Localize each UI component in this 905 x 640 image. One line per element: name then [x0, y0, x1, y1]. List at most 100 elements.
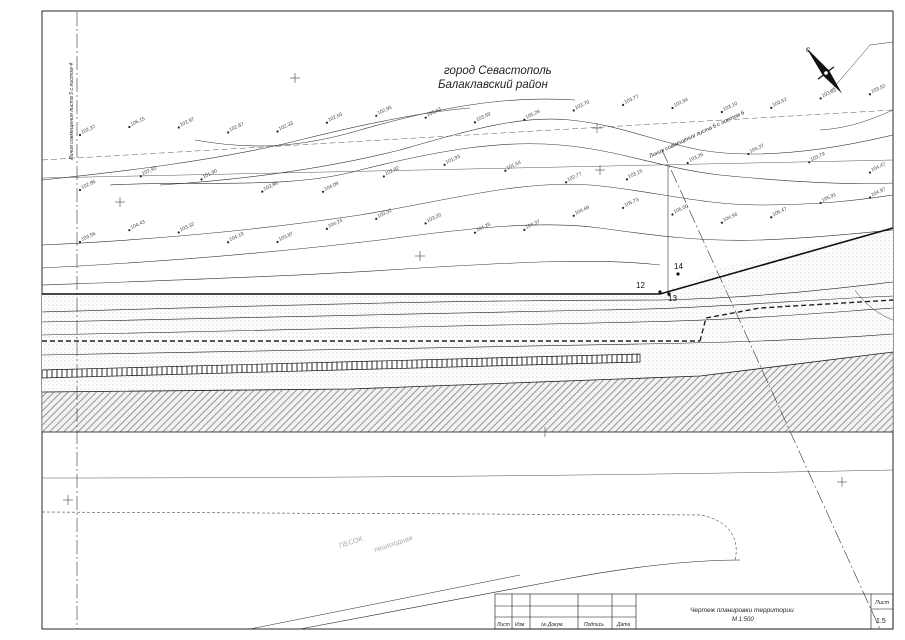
elevation-label: 104,69: [574, 205, 591, 217]
elevation-label: 102,77: [566, 171, 583, 183]
north-arrow: [806, 47, 843, 94]
faint-label-sand: ПЕСОК: [338, 536, 364, 550]
elevation-label: 105,73: [623, 197, 640, 209]
elevation-dot: [523, 118, 526, 121]
elevation-dot: [868, 196, 872, 199]
sheet-header: Лист: [874, 600, 890, 606]
elevation-dot: [424, 116, 427, 119]
title-line-1: город Севастополь: [444, 65, 552, 77]
faint-label-walkway: пешеходная: [373, 535, 413, 554]
elevation-label: 104,43: [130, 219, 147, 231]
elevation-label: 104,24: [327, 218, 344, 230]
elevation-label: 103,79: [810, 151, 827, 163]
elevation-dot: [375, 217, 378, 220]
elevation-label: 102,55: [327, 112, 344, 124]
elevation-label: 101,93: [445, 154, 462, 166]
elevation-dot: [625, 178, 629, 181]
elevation-dot: [382, 175, 385, 178]
grid-lines: [41, 109, 894, 179]
elevation-dot: [128, 229, 131, 232]
elevation-label: 103,56: [80, 231, 97, 243]
elevation-label: 103,52: [870, 83, 887, 95]
elevation-dot: [622, 206, 625, 210]
drawing-title: Чертеж планировки территории: [690, 607, 794, 614]
elevation-label: 101,54: [506, 160, 523, 172]
elevation-dot: [523, 228, 526, 231]
elevation-dot: [424, 222, 427, 225]
match-line-left-label: Линия совмещения листа 5 с листом 4: [69, 63, 75, 161]
elevation-dot: [325, 227, 328, 230]
elevation-dot: [177, 126, 180, 129]
tb-header-change: Изм: [515, 622, 525, 628]
elevation-dot: [78, 133, 82, 137]
elevation-dot: [227, 131, 230, 134]
elevation-label: 102,33: [278, 120, 295, 132]
elevation-label: 103,95: [263, 180, 280, 192]
elevation-dot: [770, 106, 773, 109]
elevation-label: 104,97: [870, 186, 887, 198]
match-line-right-label: Линия совмещения листа 5 с листом 6: [647, 110, 746, 160]
elevation-dot: [473, 121, 477, 124]
elevation-dot: [572, 214, 575, 217]
elevation-dot: [443, 163, 446, 166]
elevation-dot: [808, 161, 811, 164]
elevation-label: 102,95: [377, 105, 394, 117]
elevation-dot: [504, 169, 507, 172]
elevation-label: 101,90: [202, 168, 219, 180]
elevation-label: 104,18: [228, 231, 245, 243]
fence-strip: [41, 353, 641, 379]
elevation-label: 103,25: [688, 152, 705, 164]
elevation-dot: [686, 161, 689, 165]
point-label-12: 12: [636, 281, 645, 290]
elevation-dot: [747, 152, 750, 156]
elevation-label: 104,56: [722, 212, 739, 224]
elevation-dot: [375, 114, 378, 117]
title-line-2: Балаклавский район: [438, 79, 548, 91]
elevation-label: 104,25: [475, 221, 492, 233]
elevation-dot: [325, 121, 328, 124]
sheet-number: 1.5: [876, 618, 886, 625]
elevation-dot: [128, 125, 131, 129]
elevation-dot: [565, 181, 568, 184]
elevation-label: 106,15: [130, 116, 147, 128]
drawing-scale: М 1:500: [732, 617, 754, 623]
elevation-dot: [671, 213, 674, 216]
elevation-label: 102,87: [228, 121, 245, 133]
elevation-dot: [321, 190, 325, 193]
elevation-dot: [177, 231, 180, 234]
elevation-label: 103,10: [722, 101, 739, 113]
elevation-label: 104,37: [525, 219, 542, 231]
elevation-label: 103,87: [278, 231, 295, 243]
elevation-dot: [868, 93, 872, 96]
title-block: [494, 593, 894, 630]
elevation-label: 105,26: [525, 109, 542, 121]
elevation-dot: [720, 221, 723, 224]
elevation-dot: [868, 171, 872, 174]
contour-lines: [41, 98, 894, 286]
point-label-13: 13: [668, 294, 677, 303]
elevation-dot: [276, 240, 279, 244]
elevation-label: 103,77: [623, 94, 640, 106]
elevation-label: 102,94: [673, 97, 690, 109]
point-label-14: 14: [674, 262, 683, 271]
elevation-label: 104,37: [749, 143, 766, 155]
elevation-label: 103,59: [475, 111, 492, 123]
elevation-label: 104,09: [323, 181, 340, 193]
elevation-label: 103,20: [426, 212, 443, 224]
numbered-points: 12 13 14: [636, 262, 683, 303]
elevation-dot: [227, 241, 230, 244]
elevation-label: 102,37: [80, 124, 97, 136]
elevation-dot: [276, 130, 279, 133]
elevation-label: 103,83: [821, 87, 838, 99]
elevation-dot: [819, 201, 822, 205]
elevation-dot: [78, 240, 82, 244]
north-letter: С: [806, 48, 811, 54]
elevation-dot: [819, 97, 822, 100]
elevation-dot: [139, 175, 142, 178]
elevation-dot: [720, 110, 723, 114]
elevation-dot: [200, 178, 203, 181]
elevation-label: 106,47: [772, 206, 789, 218]
elevation-label: 103,16: [627, 168, 644, 180]
tb-header-doc: № Докум.: [541, 622, 564, 628]
elevation-label: 103,32: [377, 208, 394, 220]
